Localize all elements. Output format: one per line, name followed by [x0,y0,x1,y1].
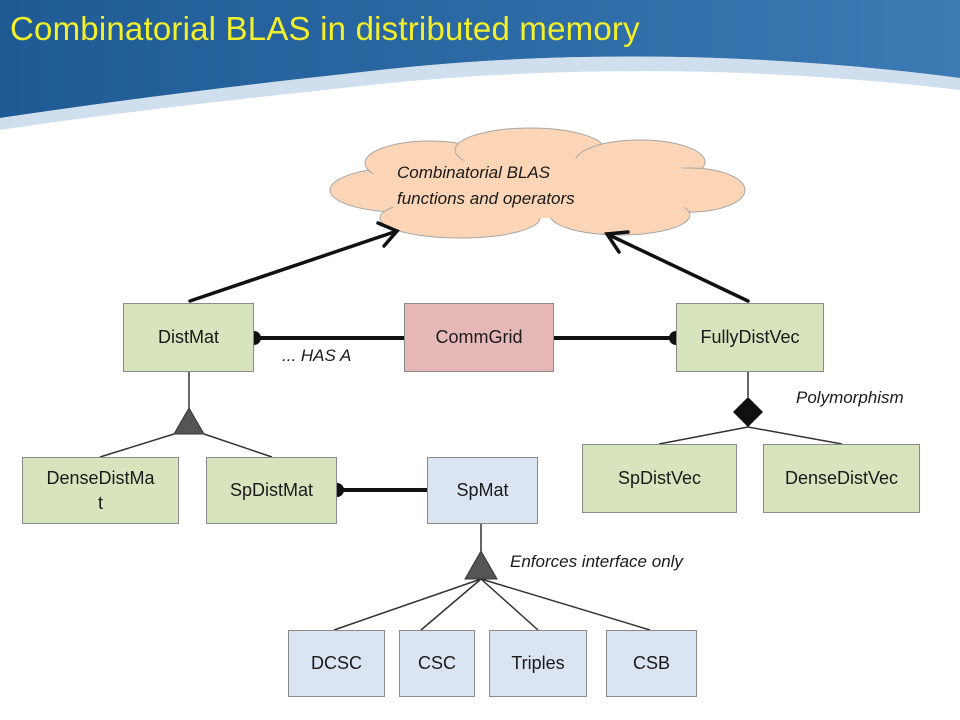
node-csc[interactable]: CSC [399,630,475,697]
node-densedistmat-label-line2: t [97,492,103,513]
polymorphism-diamond [733,397,763,427]
node-fullydistvec-label: FullyDistVec [700,327,800,348]
node-triples[interactable]: Triples [489,630,587,697]
node-distmat-label: DistMat [157,327,219,348]
inheritance-triangle-distmat [173,406,205,435]
node-dcsc[interactable]: DCSC [288,630,385,697]
node-densedistmat[interactable]: DenseDistMa t [22,457,179,524]
node-csb[interactable]: CSB [606,630,697,697]
node-spdistvec[interactable]: SpDistVec [582,444,737,513]
node-dcsc-label: DCSC [310,653,362,674]
node-densedistvec-label: DenseDistVec [784,468,899,489]
arrow-fullydistvec-to-cloud [603,230,750,303]
cloud-label: Combinatorial BLAS functions and operato… [397,160,657,212]
enforces-interface-label: Enforces interface only [510,552,683,571]
inheritance-distmat [99,372,273,458]
node-spmat[interactable]: SpMat [427,457,538,524]
header-banner [0,0,960,130]
node-commgrid[interactable]: CommGrid [404,303,554,372]
node-spmat-label: SpMat [456,480,509,501]
node-distmat[interactable]: DistMat [123,303,254,372]
node-triples-label: Triples [511,653,565,674]
node-densedistmat-label-line1: DenseDistMa [46,468,155,489]
has-a-connector-spdistmat-spmat [330,483,427,497]
cloud-label-line1: Combinatorial BLAS [397,163,551,182]
has-a-label: ... HAS A [282,346,352,365]
node-spdistvec-label: SpDistVec [617,468,702,489]
node-commgrid-label: CommGrid [435,327,523,348]
arrow-distmat-to-cloud [188,221,400,303]
cloud-label-line2: functions and operators [397,189,575,208]
node-spdistmat-label: SpDistMat [229,480,314,501]
polymorphism-fullydistvec [658,372,843,445]
inheritance-triangle-spmat [464,549,498,580]
slide-title: Combinatorial BLAS in distributed memory [10,10,640,47]
node-densedistvec[interactable]: DenseDistVec [763,444,920,513]
has-a-connector-commgrid-fullydistvec [554,331,683,345]
node-csb-label: CSB [632,653,670,674]
polymorphism-label: Polymorphism [796,388,904,407]
has-a-connector-distmat-commgrid [247,331,404,345]
node-fullydistvec[interactable]: FullyDistVec [676,303,824,372]
node-spdistmat[interactable]: SpDistMat [206,457,337,524]
node-csc-label: CSC [417,653,456,674]
inheritance-spmat [333,524,651,631]
